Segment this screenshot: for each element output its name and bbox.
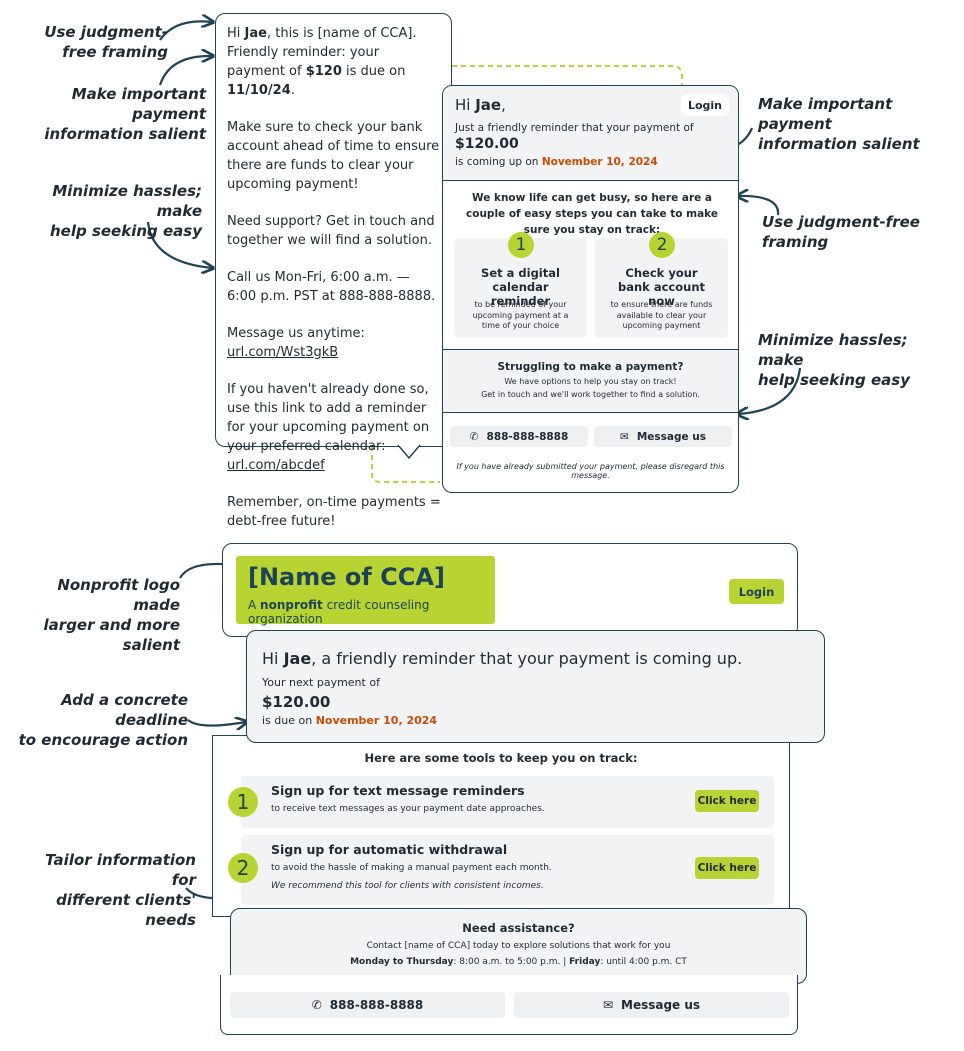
- annotation-concrete-deadline: Add a concrete deadline to encourage act…: [18, 691, 188, 749]
- envelope-icon: ✉: [602, 998, 613, 1012]
- email1-struggle-section: Struggling to make a payment? We have op…: [443, 349, 738, 413]
- step-1-desc: to be reminded of your upcoming payment …: [472, 300, 569, 330]
- email1-due-line: is coming up on November 10, 2024: [455, 156, 658, 168]
- email2-message-button[interactable]: ✉Message us: [514, 992, 789, 1018]
- annotation-payment-salient-2: Make important payment information salie…: [758, 95, 920, 153]
- email1-phone-button[interactable]: ✆888-888-8888: [450, 426, 588, 447]
- email1-reminder-line: Just a friendly reminder that your payme…: [455, 122, 694, 134]
- email2-contact-footer: ✆888-888-8888 ✉Message us: [220, 975, 798, 1035]
- sms-calendar-link[interactable]: url.com/abcdef: [227, 458, 325, 473]
- phone-icon: ✆: [469, 430, 479, 443]
- sms-calendar: If you haven't already done so, use this…: [227, 382, 430, 473]
- tool-2-title: Sign up for automatic withdrawal: [271, 842, 508, 857]
- sms-call-hours: Call us Mon-Fri, 6:00 a.m. — 6:00 p.m. P…: [227, 270, 436, 304]
- tool-2-click-button[interactable]: Click here: [695, 857, 759, 879]
- sms-support: Need support? Get in touch and together …: [227, 214, 435, 248]
- tool-1-desc: to receive text messages as your payment…: [271, 804, 545, 814]
- org-tagline: A nonprofit credit counseling organizati…: [248, 598, 430, 626]
- email1-header: Hi Jae, Login Just a friendly reminder t…: [443, 86, 738, 181]
- annotation-logo-salient: Nonprofit logo made larger and more sali…: [43, 576, 180, 654]
- sms-message-link[interactable]: url.com/Wst3gkB: [227, 345, 339, 360]
- step-2-desc: to ensure there are funds available to c…: [610, 300, 713, 330]
- email1-step-1: 1 Set a digital calendar reminder to be …: [454, 232, 587, 338]
- phone-icon: ✆: [311, 998, 322, 1012]
- tool-1-badge: 1: [228, 787, 258, 817]
- tool-1-click-button[interactable]: Click here: [695, 790, 759, 812]
- tool-2-badge: 2: [228, 853, 258, 883]
- envelope-icon: ✉: [620, 430, 629, 443]
- struggle-title: Struggling to make a payment?: [497, 361, 684, 373]
- struggle-line-1: We have options to help you stay on trac…: [504, 377, 677, 386]
- email2-phone-button[interactable]: ✆888-888-8888: [230, 992, 505, 1018]
- step-2-badge: 2: [649, 232, 675, 258]
- tools-title: Here are some tools to keep you on track…: [364, 751, 638, 765]
- tool-1-card: 1 Sign up for text message reminders to …: [228, 776, 774, 828]
- arrow-hassles: [146, 221, 212, 268]
- next-payment-label: Your next payment of: [262, 676, 380, 689]
- assist-line: Contact [name of CCA] today to explore s…: [366, 941, 671, 951]
- arrow-salient: [158, 56, 212, 86]
- tool-2-card: 2 Sign up for automatic withdrawal to av…: [228, 835, 774, 905]
- assist-hours: Monday to Thursday: 8:00 a.m. to 5:00 p.…: [350, 957, 687, 967]
- email2-login-button[interactable]: Login: [729, 579, 784, 604]
- email2-assistance-card: Need assistance? Contact [name of CCA] t…: [230, 908, 807, 984]
- arrow-deadline: [187, 720, 246, 726]
- annotation-payment-salient: Make important payment information salie…: [44, 85, 206, 143]
- tool-2-note: We recommend this tool for clients with …: [271, 881, 544, 891]
- email1-greeting: Hi Jae,: [455, 96, 506, 114]
- annotation-minimize-hassles-2: Minimize hassles; make help seeking easy: [758, 331, 910, 389]
- email1-due-date: November 10, 2024: [541, 156, 658, 168]
- email1-step-2: 2 Check your bank account now to ensure …: [595, 232, 728, 338]
- step-1-title: Set a digital calendar reminder: [481, 266, 560, 308]
- email-version-1: Hi Jae, Login Just a friendly reminder t…: [442, 85, 739, 493]
- tool-2-desc: to avoid the hassle of making a manual p…: [271, 863, 552, 873]
- sms-greeting: Hi Jae, this is [name of CCA]. Friendly …: [227, 26, 417, 98]
- email2-due-date: November 10, 2024: [315, 714, 438, 727]
- email2-body: Here are some tools to keep you on track…: [212, 735, 790, 917]
- sms-bank-check: Make sure to check your bank account ahe…: [227, 120, 440, 192]
- annotation-judgment-free: Use judgment- free framing: [44, 23, 168, 61]
- sms-message-us: Message us anytime: url.com/Wst3gkB: [227, 326, 365, 360]
- email1-intro: We know life can get busy, so here are a…: [466, 192, 718, 236]
- annotation-judgment-free-2: Use judgment-free framing: [762, 213, 920, 251]
- email1-message-button[interactable]: ✉Message us: [594, 426, 732, 447]
- annotation-tailor-info: Tailor information for different clients…: [45, 851, 196, 929]
- annotation-minimize-hassles: Minimize hassles; make help seeking easy: [50, 182, 202, 240]
- email2-logo-block: [Name of CCA] A nonprofit credit counsel…: [236, 556, 495, 626]
- email1-login-button[interactable]: Login: [681, 94, 729, 116]
- org-name: [Name of CCA]: [248, 563, 445, 591]
- arrow-judgment-2: [738, 196, 780, 216]
- tool-1-title: Sign up for text message reminders: [271, 783, 525, 798]
- assist-title: Need assistance?: [462, 921, 575, 935]
- email1-amount: $120.00: [455, 136, 519, 152]
- sms-message: Hi Jae, this is [name of CCA]. Friendly …: [215, 13, 452, 529]
- sms-closing: Remember, on-time payments = debt-free f…: [227, 495, 441, 529]
- email2-header-card: [Name of CCA] A nonprofit credit counsel…: [222, 543, 798, 637]
- email1-disclaimer: If you have already submitted your payme…: [456, 462, 725, 480]
- arrow-judgment: [159, 21, 212, 41]
- step-1-badge: 1: [508, 232, 534, 258]
- email2-due-line: is due on November 10, 2024: [262, 714, 438, 727]
- struggle-line-2: Get in touch and we'll work together to …: [481, 390, 700, 399]
- step-2-title: Check your bank account now: [618, 266, 705, 308]
- email2-greeting-card: Hi Jae, a friendly reminder that your pa…: [246, 630, 825, 743]
- arrow-hassles-2: [738, 367, 802, 414]
- email2-greeting: Hi Jae, a friendly reminder that your pa…: [262, 649, 743, 668]
- email2-amount: $120.00: [262, 693, 331, 711]
